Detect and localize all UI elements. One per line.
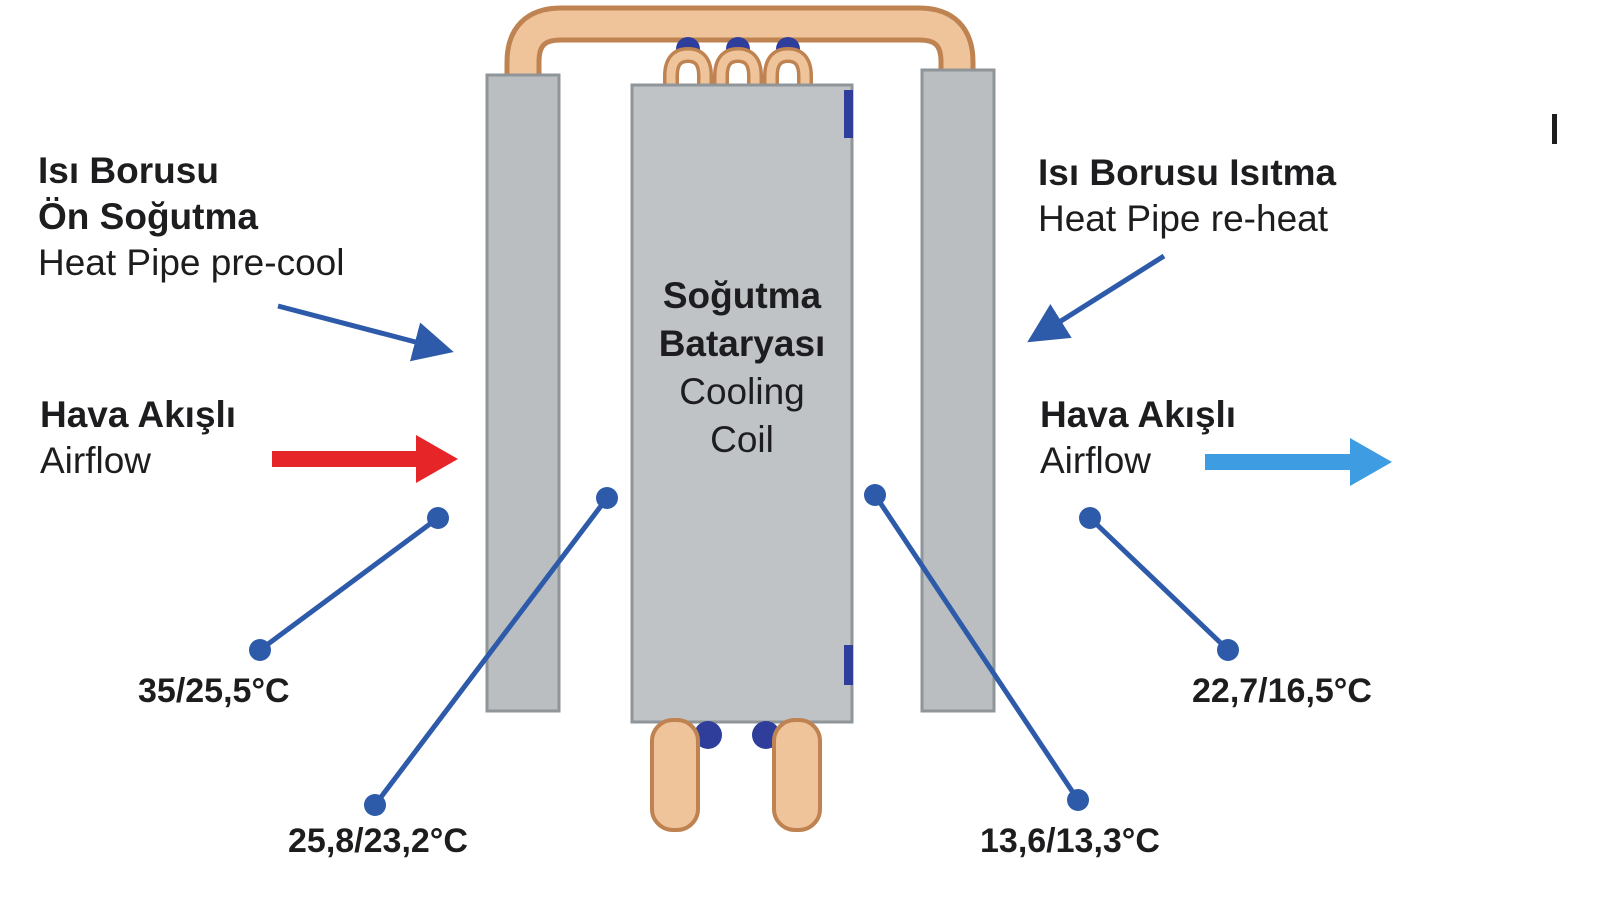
re-heat-pointer-arrow	[1027, 253, 1166, 343]
cooling-coil-label: Soğutma Bataryası Cooling Coil	[632, 272, 852, 464]
temp-leader-inlet	[249, 507, 449, 661]
airflow-in-label: Hava Akışlı Airflow	[40, 392, 236, 484]
airflow-out-arrow	[1205, 438, 1392, 486]
temp-after-precool: 25,8/23,2°C	[288, 822, 468, 860]
temp-leader-after-coil	[864, 484, 1089, 811]
airflow-in-label-tr: Hava Akışlı	[40, 394, 237, 435]
cooling-coil-label-tr1: Soğutma	[662, 275, 822, 316]
pre-cool-panel	[485, 73, 561, 713]
edge-artifact	[1552, 114, 1557, 144]
pre-cool-pointer-arrow	[277, 303, 454, 362]
airflow-in-label-en: Airflow	[40, 440, 152, 481]
temp-after-coil: 13,6/13,3°C	[980, 822, 1160, 860]
coil-top-loops	[663, 37, 813, 92]
temp-inlet: 35/25,5°C	[138, 672, 290, 710]
airflow-out-label-en: Airflow	[1040, 440, 1152, 481]
cooling-coil-label-tr2: Bataryası	[658, 323, 826, 364]
temp-outlet: 22,7/16,5°C	[1192, 672, 1372, 710]
re-heat-label: Isı Borusu Isıtma Heat Pipe re-heat	[1038, 150, 1336, 242]
coil-edge-mark-bottom	[844, 645, 853, 685]
re-heat-panel	[920, 68, 996, 713]
re-heat-label-tr: Isı Borusu Isıtma	[1038, 152, 1337, 193]
pre-cool-label: Isı Borusu Ön Soğutma Heat Pipe pre-cool	[38, 148, 344, 286]
heat-pipe-loop	[504, 5, 976, 96]
cooling-coil-label-en1: Cooling	[679, 371, 805, 412]
temp-leader-after-precool	[364, 487, 618, 816]
pipe-bend-icon	[694, 721, 722, 749]
airflow-out-label-tr: Hava Akışlı	[1040, 394, 1237, 435]
pre-cool-label-tr2: Ön Soğutma	[38, 196, 258, 237]
cooling-coil	[630, 83, 854, 724]
pre-cool-label-tr1: Isı Borusu	[38, 150, 219, 191]
coil-edge-mark-top	[844, 90, 853, 138]
cooling-coil-label-en2: Coil	[710, 419, 774, 460]
airflow-out-label: Hava Akışlı Airflow	[1040, 392, 1236, 484]
temp-leader-outlet	[1079, 507, 1239, 661]
pre-cool-label-en: Heat Pipe pre-cool	[38, 242, 345, 283]
coil-bottom-pipes	[650, 718, 822, 832]
re-heat-label-en: Heat Pipe re-heat	[1038, 198, 1329, 239]
airflow-in-arrow	[272, 435, 458, 483]
